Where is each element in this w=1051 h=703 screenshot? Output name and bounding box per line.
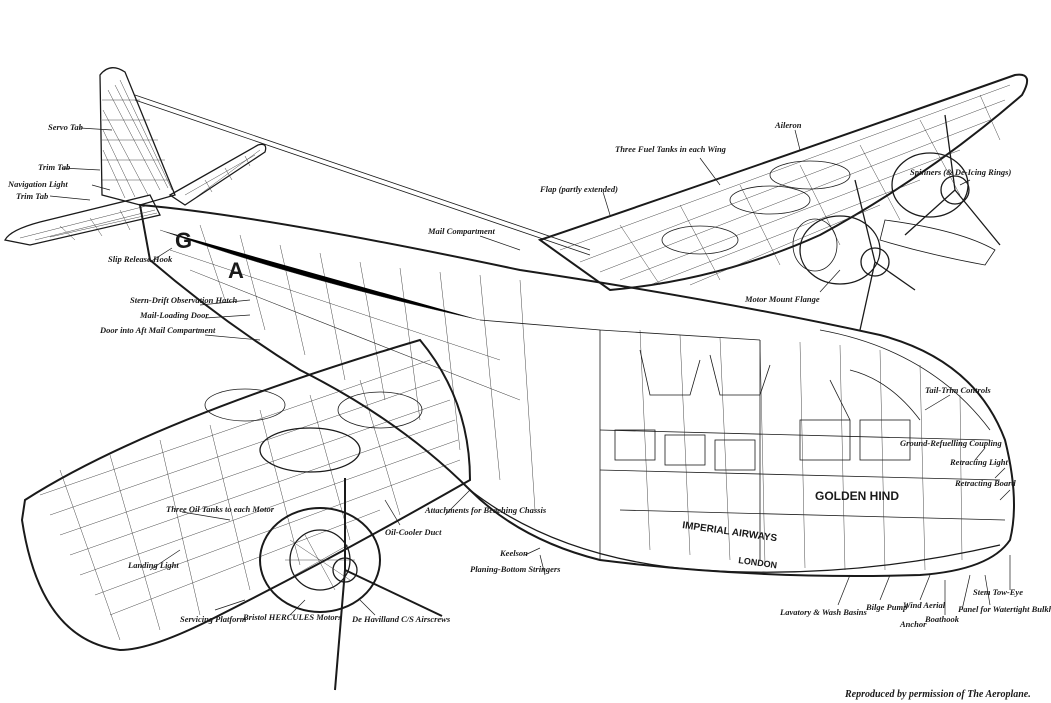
label-retracting-light: Retracting Light xyxy=(949,457,1008,467)
label-attachments-beaching-chassis: Attachments for Beaching Chassis xyxy=(424,505,547,515)
label-landing-light: Landing Light xyxy=(127,560,179,570)
label-de-havilland-airscrews: De Havilland C/S Airscrews xyxy=(351,614,451,624)
label-mail-compartment: Mail Compartment xyxy=(427,226,495,236)
engine-starboard-inner xyxy=(792,179,916,331)
wing-starboard xyxy=(537,73,1029,292)
engine-starboard-outer xyxy=(879,114,1001,266)
label-trim-tab-lower: Trim Tab xyxy=(16,191,48,201)
credit-line: Reproduced by permission of The Aeroplan… xyxy=(844,689,1031,700)
tail-fin xyxy=(99,67,176,206)
label-aileron: Aileron xyxy=(774,120,802,130)
wing-port xyxy=(20,338,472,652)
label-anchor: Anchor xyxy=(899,619,927,629)
hull xyxy=(138,203,1015,577)
engine-port xyxy=(259,478,443,691)
label-spinners: Spinners (& De-Icing Rings) xyxy=(910,167,1011,177)
label-motor-mount-flange: Motor Mount Flange xyxy=(744,294,820,304)
label-navigation-light: Navigation Light xyxy=(7,179,68,189)
airline-name: IMPERIAL AIRWAYS xyxy=(682,520,779,544)
label-stem-tow-eye: Stem Tow-Eye xyxy=(973,587,1023,597)
label-stern-drift-observation-hatch: Stern-Drift Observation Hatch xyxy=(130,295,237,305)
aircraft-name: GOLDEN HIND xyxy=(815,489,899,503)
label-mail-loading-door: Mail-Loading Door xyxy=(139,310,209,320)
label-slip-release-hook: Slip Release Hook xyxy=(108,254,173,264)
registration-letter-g: G xyxy=(175,228,192,253)
label-oil-cooler-duct: Oil-Cooler Duct xyxy=(385,527,442,537)
label-tail-trim-controls: Tail-Trim Controls xyxy=(925,385,991,395)
label-flap: Flap (partly extended) xyxy=(539,184,618,194)
interior-detail xyxy=(479,319,921,560)
label-three-fuel-tanks: Three Fuel Tanks in each Wing xyxy=(615,144,727,154)
label-servo-tab: Servo Tab xyxy=(48,122,83,132)
label-bilge-pump: Bilge Pump xyxy=(865,602,907,612)
tailplane-left xyxy=(4,194,161,246)
label-servicing-platform: Servicing Platform xyxy=(180,614,247,624)
label-lavatory: Lavatory & Wash Basins xyxy=(779,607,868,617)
label-retracting-board: Retracting Board xyxy=(954,478,1016,488)
registration-letter-a: A xyxy=(228,258,244,283)
callout-labels: Servo Tab Trim Tab Navigation Light Trim… xyxy=(7,120,1051,629)
label-panel-watertight-bulkhead: Panel for Watertight Bulkhead xyxy=(958,604,1051,614)
label-ground-refuelling-coupling: Ground-Refuelling Coupling xyxy=(900,438,1003,448)
label-boathook: Boathook xyxy=(924,614,960,624)
label-three-oil-tanks: Three Oil Tanks to each Motor xyxy=(166,504,275,514)
label-trim-tab-upper: Trim Tab xyxy=(38,162,70,172)
label-planing-bottom-stringers: Planing-Bottom Stringers xyxy=(470,564,561,574)
label-keelson: Keelson xyxy=(499,548,528,558)
label-door-aft-mail: Door into Aft Mail Compartment xyxy=(99,325,216,335)
tailplane-right xyxy=(168,143,267,206)
label-wind-aerial: Wind Aerial xyxy=(903,600,946,610)
leader-lines xyxy=(49,127,1011,616)
city-name: LONDON xyxy=(738,555,778,570)
label-bristol-hercules-motors: Bristol HERCULES Motors xyxy=(242,612,342,622)
